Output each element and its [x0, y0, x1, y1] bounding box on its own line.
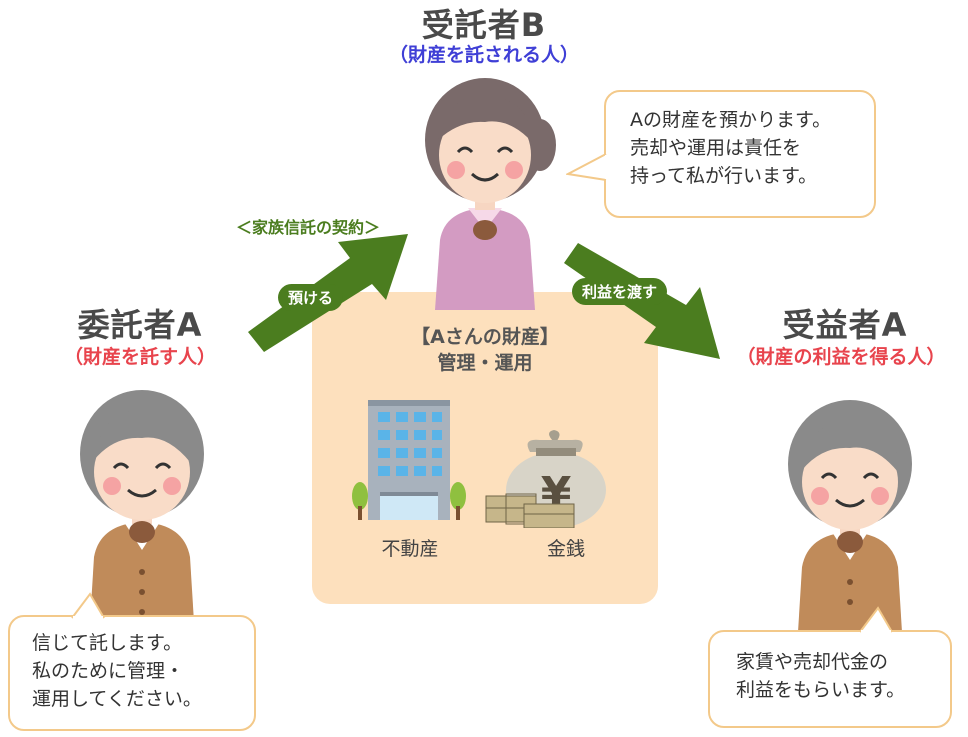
trustee-subtitle: （財産を託される人） [388, 44, 579, 66]
settlor-bubble-line: 信じて託します。 [32, 632, 183, 654]
settlor-bubble-tail [71, 592, 105, 620]
trustee-bubble-line: 売却や運用は責任を [630, 137, 802, 159]
settlor-figure [80, 390, 204, 622]
beneficiary-title: 受益者A [782, 306, 908, 344]
trustee-bubble-tail [566, 153, 608, 181]
trustee-title: 受託者B [421, 6, 547, 44]
beneficiary-bubble-tail [859, 606, 893, 634]
settlor-speech-bubble: 信じて託します。 私のために管理・ 運用してください。 [8, 615, 256, 731]
assets-subtitle: 管理・運用 [437, 352, 533, 374]
trustee-speech-bubble: Aの財産を預かります。 売却や運用は責任を 持って私が行います。 [604, 90, 876, 218]
beneficiary-speech-bubble: 家賃や売却代金の 利益をもらいます。 [708, 630, 952, 728]
building-icon [352, 400, 466, 520]
entrust-tag: 預ける [278, 284, 344, 311]
settlor-bubble-line: 私のために管理・ [32, 660, 185, 682]
assets-title: 【Aさんの財産】 [411, 326, 559, 348]
settlor-subtitle: （財産を託す人） [63, 346, 216, 368]
real-estate-label: 不動産 [381, 538, 439, 560]
beneficiary-bubble-line: 家賃や売却代金の [736, 651, 889, 673]
trustee-bubble-line: Aの財産を預かります。 [630, 109, 832, 131]
money-bag-icon: ¥ [485, 430, 606, 528]
beneficiary-figure [788, 400, 912, 632]
settlor-bubble-line: 運用してください。 [32, 688, 202, 710]
cash-label: 金銭 [546, 538, 585, 560]
settlor-title: 委託者A [77, 306, 203, 344]
trustee-bubble-line: 持って私が行います。 [630, 165, 818, 187]
beneficiary-subtitle: （財産の利益を得る人） [736, 346, 946, 368]
benefit-tag: 利益を渡す [572, 278, 668, 305]
beneficiary-bubble-line: 利益をもらいます。 [736, 679, 906, 701]
contract-label: ＜家族信託の契約＞ [236, 218, 381, 237]
trustee-figure [425, 78, 556, 310]
